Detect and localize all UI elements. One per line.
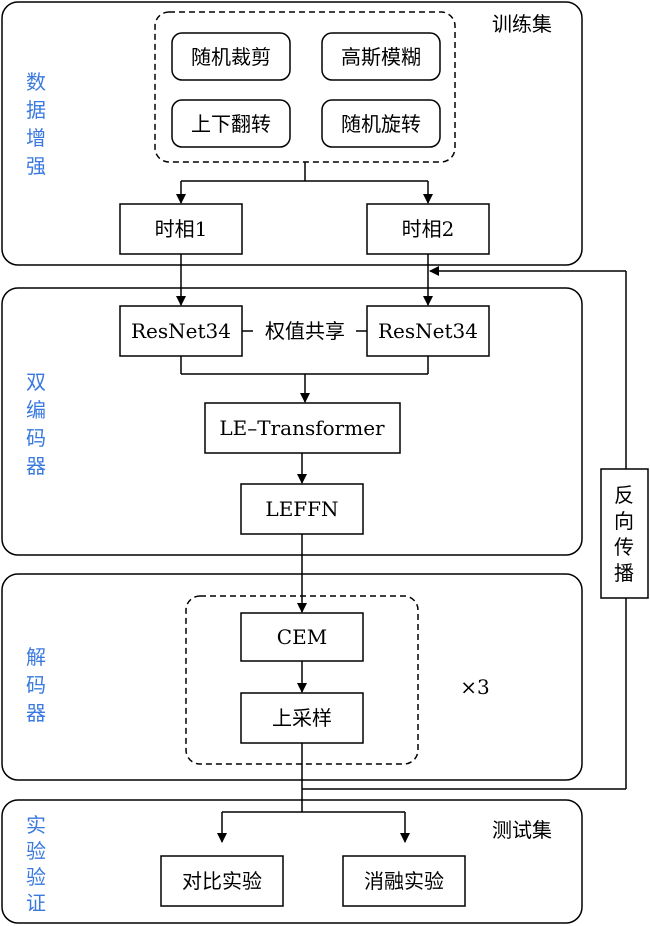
backprop-char: 播 [614,561,634,585]
side-label-char: 数 [26,70,46,94]
side-label-char: 实 [26,813,46,837]
ablation-experiment-label: 消融实验 [364,869,444,893]
backprop-box [600,468,649,599]
validation-panel [1,799,583,924]
training-set-label: 训练集 [492,12,552,36]
augmentation-panel [1,1,583,266]
leffn-label: LEFFN [265,497,338,521]
le-transformer-label: LE–Transformer [219,416,385,440]
gaussian-blur-label: 高斯模糊 [341,45,421,69]
backprop-char: 向 [614,509,634,533]
random-crop-label: 随机裁剪 [191,45,271,69]
side-label-char: 证 [26,891,46,915]
random-rotate-box [321,99,441,148]
cem-label: CEM [277,625,327,649]
random-crop-box [171,32,291,81]
side-label-char: 验 [26,839,46,863]
side-label-char: 验 [26,865,46,889]
random-rotate-label: 随机旋转 [341,112,421,136]
upsample-label: 上采样 [272,706,332,730]
comparison-experiment-box [160,855,284,907]
side-label-char: 器 [26,454,46,478]
backprop-loop [302,266,627,790]
comparison-experiment-label: 对比实验 [182,869,262,893]
test-set-label: 测试集 [492,818,552,842]
resnet-right-label: ResNet34 [378,319,478,343]
decoder-side-label: 解 码 器 [26,645,46,725]
weight-share-label: 权值共享 [265,319,345,343]
ablation-experiment-box [342,855,466,907]
phase2-label: 时相2 [402,217,455,241]
vertical-flip-label: 上下翻转 [191,112,271,136]
phase1-label: 时相1 [155,217,208,241]
gaussian-blur-box [321,32,441,81]
augmentation-side-label: 数 据 增 强 [26,70,46,178]
decoder-panel [1,573,583,781]
repeat-count-label: ×3 [460,675,489,699]
side-label-char: 双 [26,370,46,394]
resnet-left-label: ResNet34 [131,319,231,343]
augmentation-split-connector [176,162,433,204]
augmentation-ops-group [154,11,456,163]
encoder-side-label: 双 编 码 器 [26,370,46,478]
backprop-char: 反 [614,483,634,507]
side-label-char: 码 [26,426,46,450]
validation-side-label: 实 验 验 证 [26,813,46,915]
side-label-char: 据 [26,98,46,122]
side-label-char: 码 [26,673,46,697]
side-label-char: 解 [26,645,46,669]
side-label-char: 编 [26,398,46,422]
resnet-merge-connector [180,356,429,403]
encoder-panel [1,287,583,556]
side-label-char: 增 [26,126,46,150]
vertical-flip-box [171,99,291,148]
side-label-char: 器 [26,701,46,725]
backprop-char: 传 [614,535,634,559]
side-label-char: 强 [26,154,46,178]
decoder-output-connector [217,743,410,843]
decoder-repeat-group [185,595,419,765]
